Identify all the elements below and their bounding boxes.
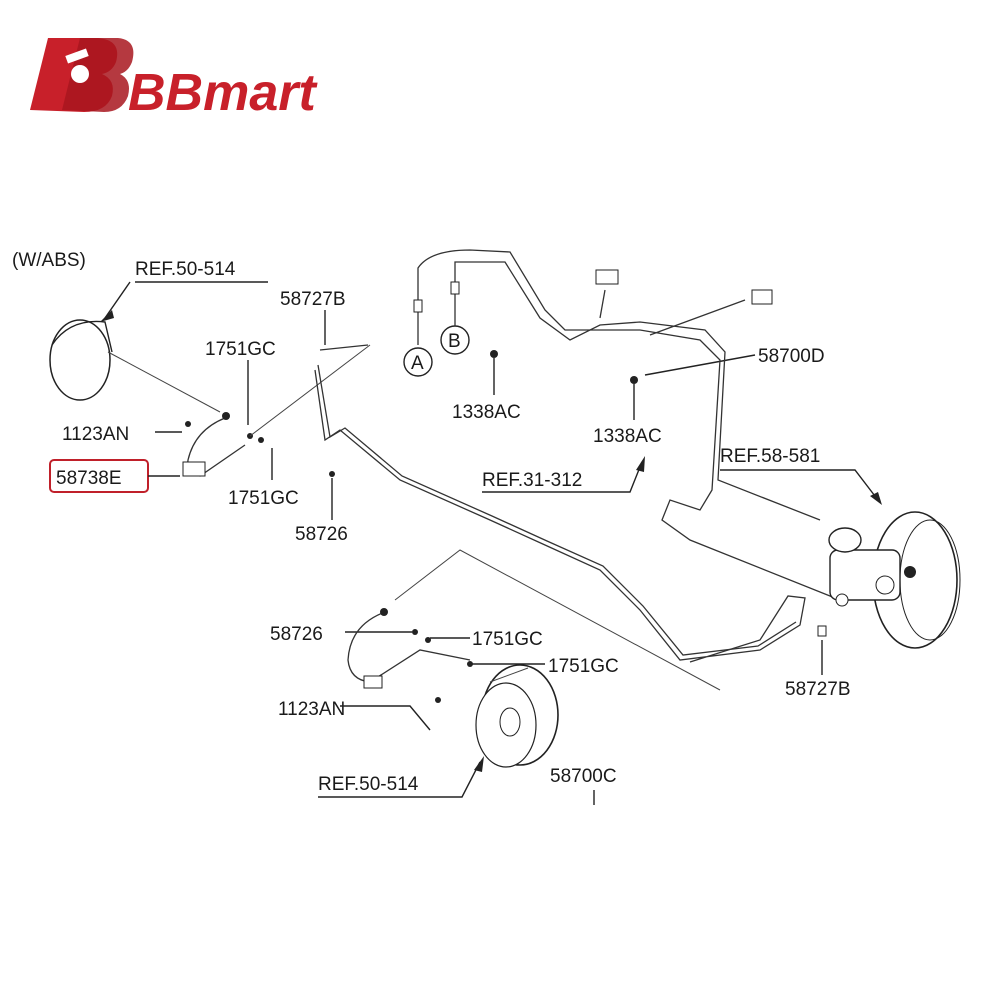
label-1751gc-b2: 1751GC (548, 656, 619, 677)
label-58738e: 58738E (56, 468, 122, 489)
label-58727b-bottom: 58727B (785, 679, 851, 700)
label-1751gc-top: 1751GC (205, 339, 276, 360)
label-58726-bottom: 58726 (270, 624, 323, 645)
label-1751gc-mid: 1751GC (228, 488, 299, 509)
label-1123an-top: 1123AN (62, 424, 129, 445)
label-58726-top: 58726 (295, 524, 348, 545)
rear-brake-hose (347, 549, 721, 703)
label-ref-58-581: REF.58-581 (720, 446, 820, 467)
label-1751gc-b1: 1751GC (472, 629, 543, 650)
label-1123an-bottom: 1123AN (278, 699, 345, 720)
label-58700c: 58700C (550, 766, 617, 787)
svg-text:B: B (448, 331, 461, 352)
upper-brake-pipes (413, 249, 841, 601)
label-1338ac-right: 1338AC (593, 426, 662, 447)
label-1338ac-left: 1338AC (452, 402, 521, 423)
svg-text:A: A (411, 353, 424, 374)
rear-brake-drum (475, 664, 559, 768)
label-ref-31-312: REF.31-312 (482, 470, 582, 491)
label-ref-50-514-top: REF.50-514 (135, 259, 236, 280)
front-brake-disc (49, 319, 221, 413)
leader-lines (100, 281, 882, 805)
front-brake-hose (182, 344, 371, 477)
main-brake-pipe (314, 344, 806, 663)
label-ref-50-514-bottom: REF.50-514 (318, 774, 419, 795)
connector-b: B (440, 325, 470, 355)
connector-a: A (403, 347, 433, 377)
master-cylinder-booster (817, 511, 961, 649)
brand-logo: BBmart (30, 38, 318, 122)
brand-name: BBmart (128, 64, 318, 122)
bb-logo-icon (30, 38, 134, 112)
variant-note: (W/ABS) (12, 250, 86, 271)
label-58727b-top: 58727B (280, 289, 346, 310)
label-58700d: 58700D (758, 346, 825, 367)
